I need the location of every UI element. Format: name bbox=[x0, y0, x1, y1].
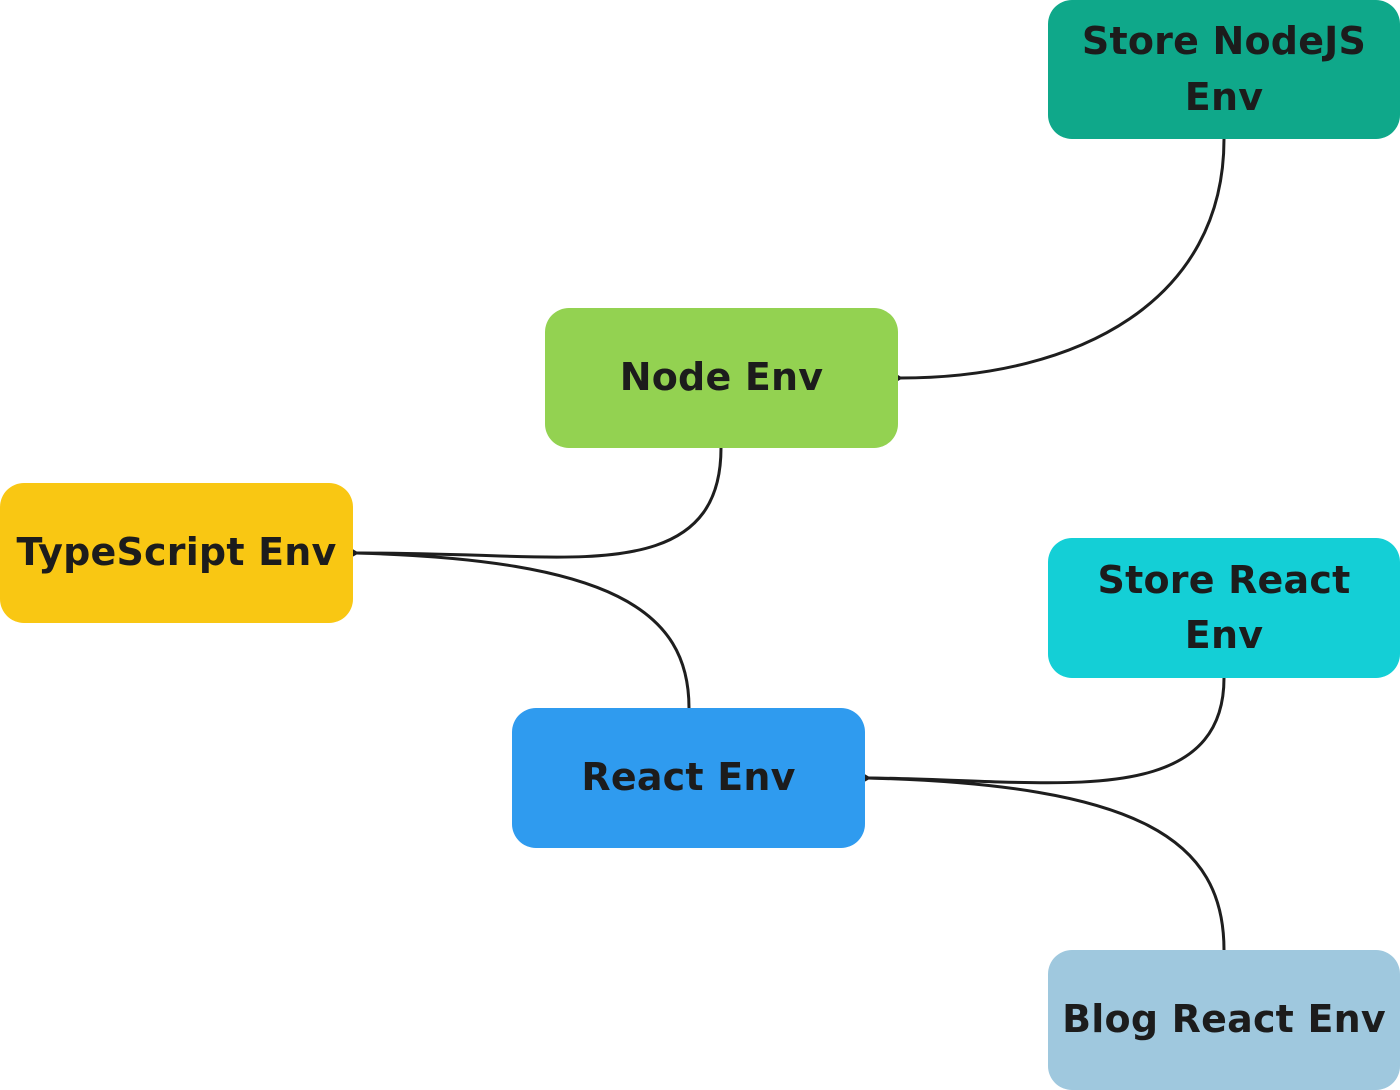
node-node-env: Node Env bbox=[545, 308, 898, 448]
edge-blog-react-to-react bbox=[852, 768, 1226, 951]
edge-react-to-typescript bbox=[340, 543, 691, 709]
edge-store-react-to-react bbox=[852, 677, 1226, 788]
node-store-nodejs-env: Store NodeJS Env bbox=[1048, 0, 1400, 139]
node-typescript-env: TypeScript Env bbox=[0, 483, 353, 623]
node-store-react-env: Store React Env bbox=[1048, 538, 1400, 678]
node-blog-react-env: Blog React Env bbox=[1048, 950, 1400, 1090]
edge-store-nodejs-to-node bbox=[884, 138, 1226, 388]
node-react-env: React Env bbox=[512, 708, 865, 848]
edge-node-to-typescript bbox=[340, 447, 723, 563]
